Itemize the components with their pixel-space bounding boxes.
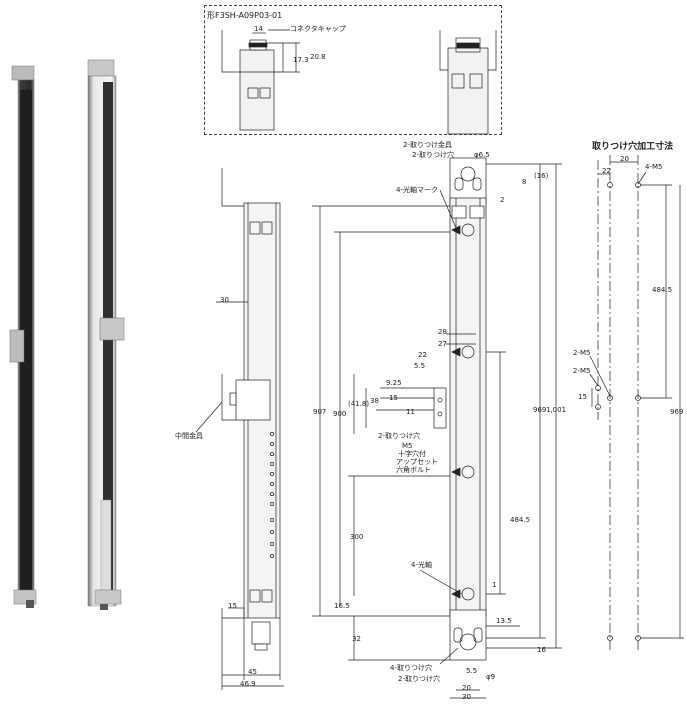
side-dim-1: 1 <box>492 581 497 589</box>
side-m5: M5 <box>402 442 413 450</box>
side-bot-hole2: 2-取りつけ穴 <box>398 675 441 683</box>
detail-dim-17-3: 17.3 <box>293 56 309 64</box>
side-phi: φ6.5 <box>474 151 490 159</box>
mount-title: 取りつけ穴加工寸法 <box>592 142 674 152</box>
detail-dim-14: 14 <box>254 25 263 33</box>
side-dim-5-5b: 5.5 <box>466 667 478 675</box>
side-dim-20: 20 <box>462 684 471 692</box>
mount-dim-484-5: 484.5 <box>652 286 673 294</box>
front-dim-15: 15 <box>228 602 237 610</box>
side-dim-16-5: 16.5 <box>334 602 350 610</box>
detail-title: 形F3SH-A09P03-01 <box>207 11 283 20</box>
front-optical-dots <box>270 432 274 558</box>
side-phi9: φ9 <box>486 673 496 681</box>
light-curtain-emitter-photo <box>9 65 37 608</box>
mount-m5-2a: 2-M5 <box>573 349 591 357</box>
side-dim-969: 969 <box>533 406 547 414</box>
side-dim-11: 11 <box>406 408 415 416</box>
detail-box <box>204 5 502 135</box>
side-dim-1001: 1,001 <box>546 406 567 414</box>
mount-dim-15: 15 <box>578 393 587 401</box>
side-mid-hole: 2-取りつけ穴 <box>378 432 421 440</box>
side-dim-907: 907 <box>313 408 327 416</box>
side-dim-38: 38 <box>370 397 379 405</box>
side-dim-28: 28 <box>438 328 447 336</box>
side-dim-41-8: (41.8) <box>348 400 370 408</box>
side-upset: アップセット <box>396 458 438 466</box>
side-bot-hole4: 4-取りつけ穴 <box>390 664 433 672</box>
light-curtain-receiver-photo <box>87 59 125 610</box>
side-dim-5-5a: 5.5 <box>414 362 426 370</box>
mount-dim-20: 20 <box>620 155 629 163</box>
side-dim-32: 32 <box>352 635 361 643</box>
mount-dim-969: 969 <box>670 408 684 416</box>
side-dim-16p: (16) <box>534 172 549 180</box>
side-top-hole: 2-取りつけ穴 <box>412 151 455 159</box>
side-top-bracket: 2-取りつけ金具 <box>403 141 453 149</box>
side-dim-27: 27 <box>438 340 447 348</box>
detail-cap-label: コネクタキャップ <box>290 25 346 33</box>
side-dim-16: 16 <box>537 646 546 654</box>
side-dim-30: 30 <box>462 693 471 701</box>
side-optical-mark: 4-光軸マーク <box>396 186 438 194</box>
front-dim-46-9: 46.9 <box>240 680 256 688</box>
mount-m5-2b: 2-M5 <box>573 367 591 375</box>
side-dim-8: 8 <box>522 178 527 186</box>
side-optical-axis: 4-光軸 <box>411 561 432 569</box>
side-dim-300: 300 <box>350 533 364 541</box>
side-dim-13-5: 13.5 <box>496 617 512 625</box>
side-dim-2: 2 <box>500 196 505 204</box>
side-dim-484-5: 484.5 <box>510 516 531 524</box>
mount-dim-22: 22 <box>602 167 611 175</box>
side-hex-bolt: 六角ボルト <box>396 466 431 474</box>
mount-m5-4: 4-M5 <box>645 163 663 171</box>
front-dim-30: 30 <box>220 296 229 304</box>
side-dim-22: 22 <box>418 351 427 359</box>
detail-dim-20-8: 20.8 <box>310 53 326 61</box>
side-dim-9-25: 9.25 <box>386 379 402 387</box>
side-dim-15: 15 <box>389 394 398 402</box>
front-dim-45: 45 <box>248 668 257 676</box>
side-dim-900: 900 <box>333 410 347 418</box>
front-middle-bracket: 中間金具 <box>175 432 203 440</box>
side-cross-hole: 十字穴付 <box>398 450 426 458</box>
